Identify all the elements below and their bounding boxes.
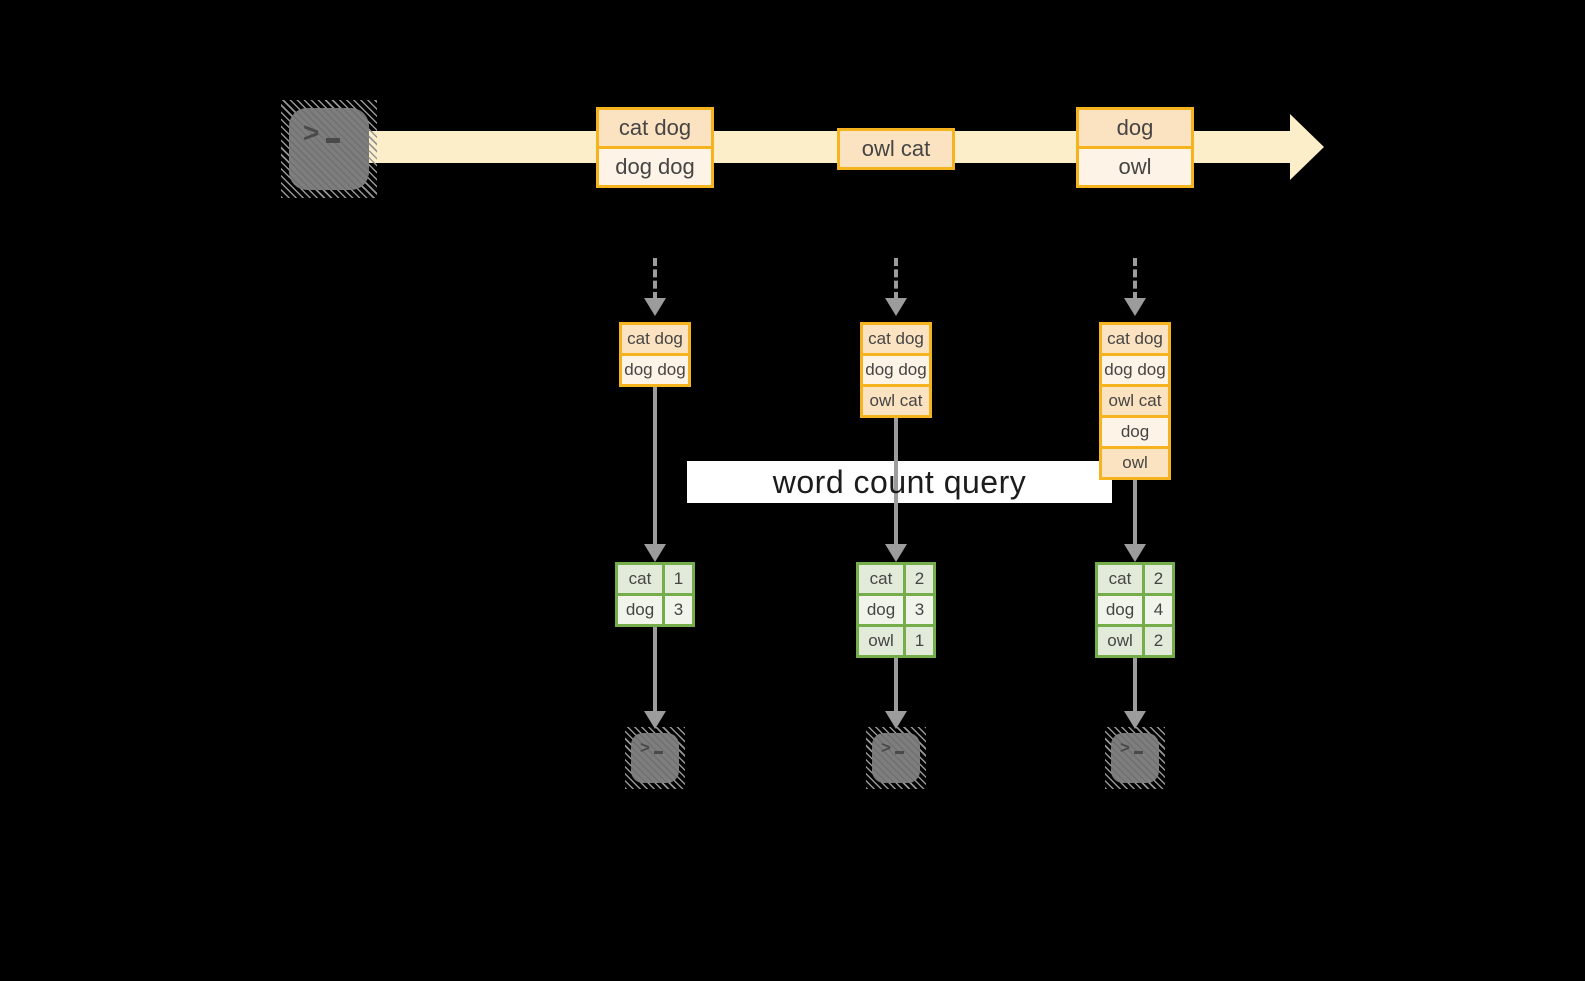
result-arrowhead-icon-1 bbox=[644, 711, 666, 729]
stream-record: cat dog bbox=[599, 110, 711, 146]
result-arrowhead-icon-3 bbox=[1124, 711, 1146, 729]
trigger-arrowhead-icon-2 bbox=[885, 298, 907, 316]
trigger-arrowhead-icon-1 bbox=[644, 298, 666, 316]
table-row: dog 3 bbox=[859, 593, 933, 624]
word-cell: dog bbox=[618, 596, 665, 624]
terminal-cursor-icon bbox=[653, 751, 663, 755]
terminal-prompt-icon: > bbox=[303, 116, 341, 150]
table-row: dog 3 bbox=[618, 593, 692, 624]
word-cell: owl bbox=[859, 627, 906, 655]
stream-record: owl cat bbox=[840, 131, 952, 167]
count-cell: 1 bbox=[665, 565, 692, 593]
stream-batch-1: cat dog dog dog bbox=[596, 107, 714, 188]
count-cell: 2 bbox=[1145, 565, 1172, 593]
count-cell: 3 bbox=[906, 596, 933, 624]
count-cell: 3 bbox=[665, 596, 692, 624]
sink-terminal-icon-1: > bbox=[625, 727, 685, 789]
input-record: dog dog bbox=[1102, 353, 1168, 384]
source-terminal-icon: > bbox=[281, 100, 377, 198]
query-arrow-line-1 bbox=[653, 387, 657, 544]
query-arrowhead-icon-2 bbox=[885, 544, 907, 562]
table-row: dog 4 bbox=[1098, 593, 1172, 624]
count-cell: 4 bbox=[1145, 596, 1172, 624]
count-cell: 2 bbox=[906, 565, 933, 593]
terminal-cursor-icon bbox=[894, 751, 904, 755]
sink-terminal-icon-2: > bbox=[866, 727, 926, 789]
trigger-arrow-line-3 bbox=[1133, 258, 1137, 300]
word-count-table-3: cat 2 dog 4 owl 2 bbox=[1095, 562, 1175, 658]
table-row: cat 2 bbox=[859, 565, 933, 593]
query-arrow-line-2 bbox=[894, 418, 898, 544]
accumulated-input-3: cat dog dog dog owl cat dog owl bbox=[1099, 322, 1171, 480]
terminal-prompt-char: > bbox=[303, 117, 320, 148]
stream-record: owl bbox=[1079, 146, 1191, 185]
terminal-prompt-char: > bbox=[640, 738, 650, 757]
terminal-prompt-char: > bbox=[1120, 738, 1130, 757]
terminal-screen: > bbox=[872, 733, 920, 783]
query-arrowhead-icon-1 bbox=[644, 544, 666, 562]
count-cell: 2 bbox=[1145, 627, 1172, 655]
result-arrowhead-icon-2 bbox=[885, 711, 907, 729]
word-cell: cat bbox=[618, 565, 665, 593]
trigger-arrow-line-2 bbox=[894, 258, 898, 300]
terminal-cursor-icon bbox=[326, 137, 341, 143]
query-arrow-line-3 bbox=[1133, 480, 1137, 544]
terminal-prompt-icon: > bbox=[881, 738, 904, 758]
terminal-prompt-icon: > bbox=[640, 738, 663, 758]
count-cell: 1 bbox=[906, 627, 933, 655]
trigger-arrowhead-icon-3 bbox=[1124, 298, 1146, 316]
table-row: owl 1 bbox=[859, 624, 933, 655]
table-row: owl 2 bbox=[1098, 624, 1172, 655]
word-cell: dog bbox=[1098, 596, 1145, 624]
word-cell: owl bbox=[1098, 627, 1145, 655]
input-record: owl cat bbox=[1102, 384, 1168, 415]
input-record: owl cat bbox=[863, 384, 929, 415]
word-cell: cat bbox=[1098, 565, 1145, 593]
terminal-cursor-icon bbox=[1133, 751, 1143, 755]
query-title: word count query bbox=[772, 463, 1027, 500]
word-count-table-2: cat 2 dog 3 owl 1 bbox=[856, 562, 936, 658]
trigger-arrow-line-1 bbox=[653, 258, 657, 300]
terminal-screen: > bbox=[1111, 733, 1159, 783]
input-record: cat dog bbox=[622, 325, 688, 353]
accumulated-input-1: cat dog dog dog bbox=[619, 322, 691, 387]
stream-batch-3: dog owl bbox=[1076, 107, 1194, 188]
input-record: dog dog bbox=[622, 353, 688, 384]
result-arrow-line-3 bbox=[1133, 658, 1137, 711]
terminal-prompt-char: > bbox=[881, 738, 891, 757]
stream-right-arrowhead-icon bbox=[1290, 114, 1324, 180]
query-band bbox=[687, 461, 1112, 503]
query-arrowhead-icon-3 bbox=[1124, 544, 1146, 562]
input-record: owl bbox=[1102, 446, 1168, 477]
input-record: dog bbox=[1102, 415, 1168, 446]
word-cell: cat bbox=[859, 565, 906, 593]
word-count-table-1: cat 1 dog 3 bbox=[615, 562, 695, 627]
stream-record: dog dog bbox=[599, 146, 711, 185]
table-row: cat 1 bbox=[618, 565, 692, 593]
accumulated-input-2: cat dog dog dog owl cat bbox=[860, 322, 932, 418]
stream-record: dog bbox=[1079, 110, 1191, 146]
sink-terminal-icon-3: > bbox=[1105, 727, 1165, 789]
terminal-screen: > bbox=[289, 108, 369, 190]
input-record: dog dog bbox=[863, 353, 929, 384]
table-row: cat 2 bbox=[1098, 565, 1172, 593]
input-record: cat dog bbox=[1102, 325, 1168, 353]
terminal-prompt-icon: > bbox=[1120, 738, 1143, 758]
result-arrow-line-1 bbox=[653, 627, 657, 711]
terminal-screen: > bbox=[631, 733, 679, 783]
word-cell: dog bbox=[859, 596, 906, 624]
result-arrow-line-2 bbox=[894, 658, 898, 711]
input-record: cat dog bbox=[863, 325, 929, 353]
stream-batch-2: owl cat bbox=[837, 128, 955, 170]
